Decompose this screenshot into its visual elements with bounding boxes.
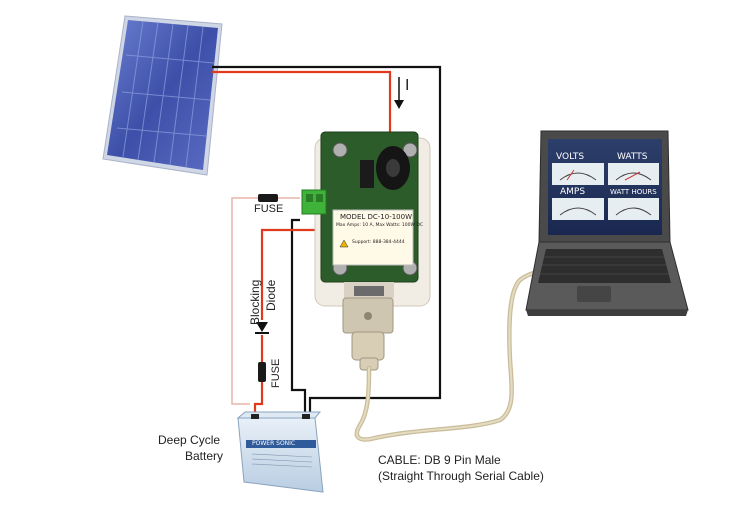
screen-volts-label: VOLTS [556,152,585,162]
fuse-bottom-label: FUSE [270,358,282,388]
battery-label-line1: Deep Cycle [158,433,221,447]
screen-watthours-label: WATT HOURS [610,188,657,196]
cable-label-line2: (Straight Through Serial Cable) [378,469,544,483]
fuse-bottom [258,362,266,382]
battery-brand: POWER SONIC [252,440,296,447]
solar-panel [102,15,223,176]
battery-label-line2: Battery [185,449,224,463]
positive-wires [212,70,392,418]
db9-connector [342,297,394,371]
serial-cable [354,265,558,442]
laptop [525,130,689,316]
fuse-wire [231,197,300,405]
blocking-label: Blocking [248,279,262,325]
fuse-top [258,194,278,202]
device-support-text: Support: 888-384-4444 [352,240,405,245]
diode-label: Diode [264,279,278,311]
current-label: I [405,76,410,94]
device-spec-text: Max Amps: 10 A, Max Watts: 100W DC [336,223,423,228]
negative-wires [212,65,442,418]
screen-amps-label: AMPS [560,187,586,197]
current-arrow [394,77,404,109]
blocking-diode [255,322,269,334]
cable-label-line1: CABLE: DB 9 Pin Male [378,453,501,467]
screen-watts-label: WATTS [617,152,648,162]
battery [236,411,324,493]
device-model-text: MODEL DC-10-100W [340,213,413,221]
fuse-top-label: FUSE [254,203,284,215]
meter-device [301,131,431,307]
